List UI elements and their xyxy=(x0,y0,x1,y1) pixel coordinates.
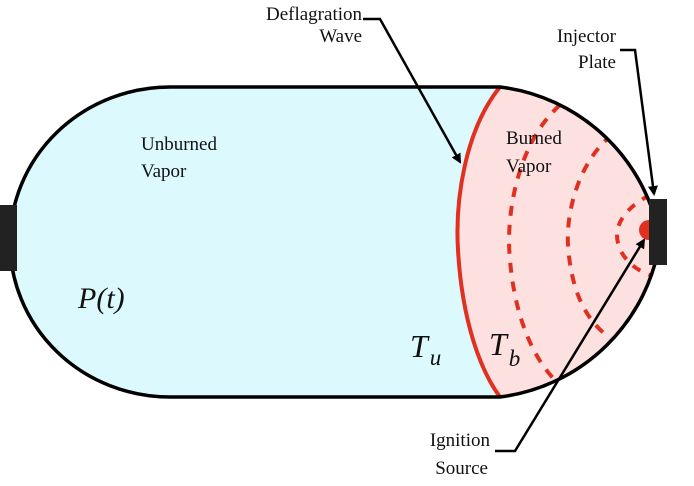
injector-plate xyxy=(649,199,667,265)
unburned-label-line1: Unburned xyxy=(141,134,217,155)
injector-leader xyxy=(620,48,658,196)
ignition-label-line1: Ignition xyxy=(430,430,491,451)
deflagration-label-line2: Wave xyxy=(319,26,362,47)
unburned-label-line2: Vapor xyxy=(141,161,187,182)
temp-unburned-sub: u xyxy=(430,345,442,370)
burned-label-line1: Burned xyxy=(506,128,562,149)
ignition-leader xyxy=(495,238,646,453)
burned-label-line2: Vapor xyxy=(506,156,552,177)
ignition-source-dot xyxy=(639,220,649,240)
dashed-front-inner xyxy=(614,193,651,277)
temp-burned-main: T xyxy=(489,326,509,362)
left-plate xyxy=(0,205,17,271)
dashed-front-middle xyxy=(565,133,614,340)
temp-burned-sub: b xyxy=(509,346,521,371)
deflagration-leader xyxy=(363,17,462,164)
flame-front xyxy=(455,85,502,399)
pressure-label: P(t) xyxy=(77,282,125,315)
temp-unburned-main: T xyxy=(410,328,430,364)
dashed-front-outer xyxy=(507,103,562,382)
deflagration-label-line1: Deflagration xyxy=(266,4,363,25)
injector-label-line2: Plate xyxy=(578,52,616,73)
temp-unburned-label: Tu xyxy=(410,328,441,370)
injector-label-line1: Injector xyxy=(557,26,617,47)
ignition-label-line2: Source xyxy=(435,458,488,479)
temp-burned-label: Tb xyxy=(489,326,520,371)
tank-outline xyxy=(8,85,662,399)
